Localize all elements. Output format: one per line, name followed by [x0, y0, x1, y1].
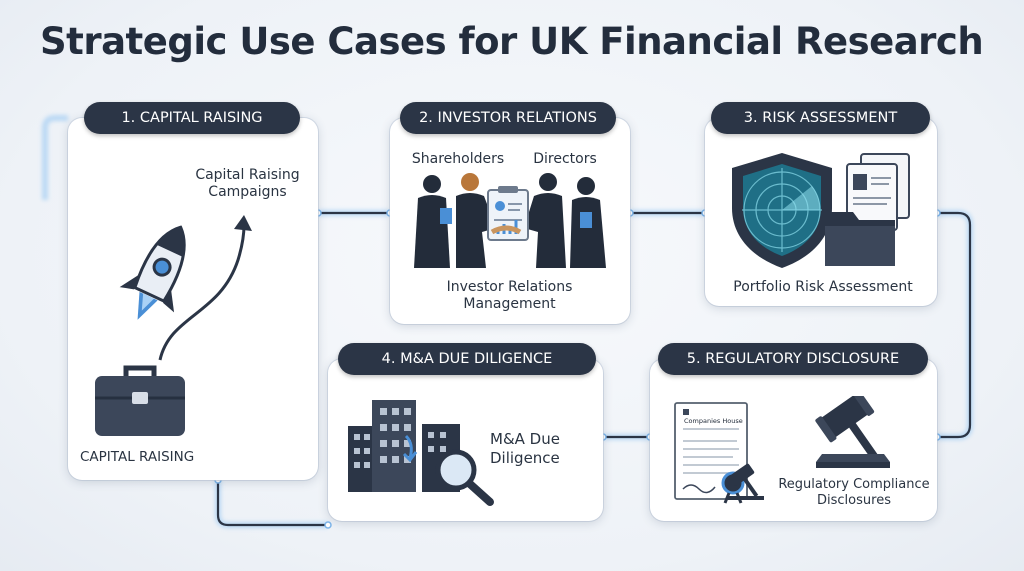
step-2-label: 2. INVESTOR RELATIONS — [400, 102, 616, 134]
growth-arrow-icon — [158, 215, 252, 361]
gavel-icon — [815, 396, 890, 468]
regulatory-compliance-text: Regulatory Compliance Disclosures — [778, 477, 930, 508]
page-title: Strategic Use Cases for UK Financial Res… — [40, 20, 984, 63]
briefcase-icon — [95, 365, 185, 436]
ma-due-diligence-text: M&A Due Diligence — [490, 430, 560, 467]
step-5-label: 5. REGULATORY DISCLOSURE — [658, 343, 928, 375]
small-gavel-icon — [728, 463, 764, 500]
step-3-label: 3. RISK ASSESSMENT — [711, 102, 930, 134]
portfolio-risk-text: Portfolio Risk Assessment — [733, 279, 913, 295]
step-4-label: 4. M&A DUE DILIGENCE — [338, 343, 596, 375]
capital-raising-campaigns-text: Capital Raising Campaigns — [195, 167, 300, 200]
rocket-icon — [119, 225, 186, 320]
investor-relations-text: Investor Relations Management — [446, 279, 573, 312]
people-handshake-icon — [414, 173, 606, 268]
shield-radar-icon — [732, 153, 832, 268]
capital-raising-caption: CAPITAL RAISING — [80, 449, 195, 465]
step-1-label: 1. CAPITAL RAISING — [84, 102, 300, 134]
certificate-icon — [674, 402, 748, 504]
shareholders-label: Shareholders — [411, 151, 505, 167]
magnifier-icon — [435, 449, 494, 506]
companies-house-label: Companies House — [684, 417, 743, 425]
documents-icon — [825, 153, 910, 266]
directors-label: Directors — [533, 151, 597, 167]
